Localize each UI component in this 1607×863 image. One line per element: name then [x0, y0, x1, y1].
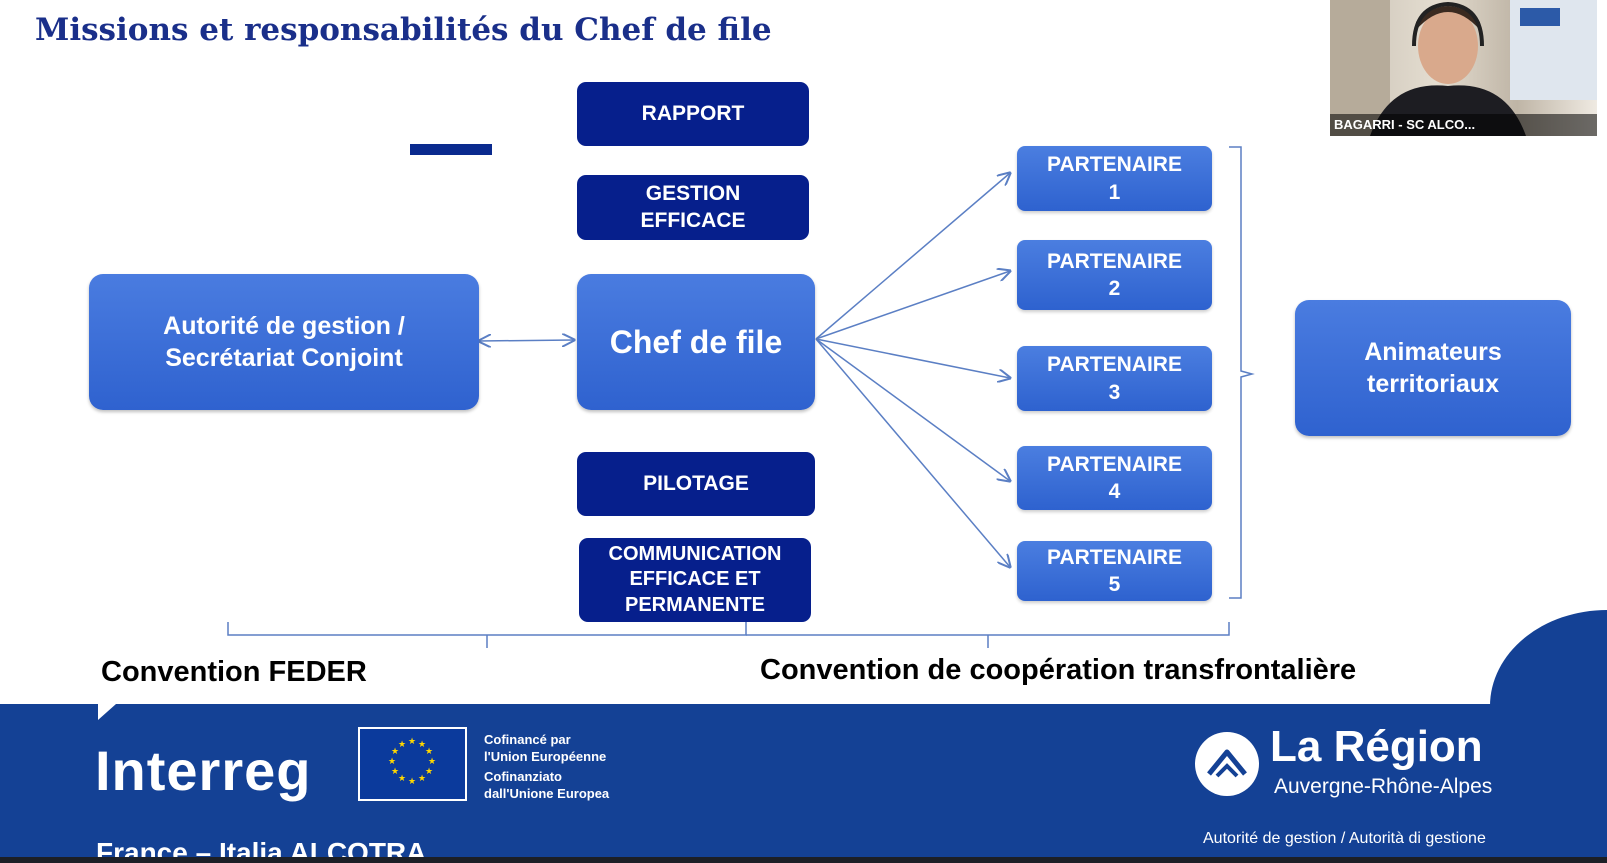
- autorite-label: Autorité de gestion / Secrétariat Conjoi…: [163, 311, 405, 373]
- rapport-label: RAPPORT: [641, 101, 745, 125]
- svg-text:★: ★: [398, 774, 406, 784]
- taskbar[interactable]: [0, 857, 1607, 863]
- chef-de-file-box: Chef de file: [577, 274, 815, 410]
- autorite-box: Autorité de gestion / Secrétariat Conjoi…: [89, 274, 479, 410]
- autorite-gestion-label: Autorité de gestion / Autorità di gestio…: [1203, 830, 1486, 847]
- svg-text:★: ★: [428, 757, 436, 767]
- convention-cooperation-label: Convention de coopération transfrontaliè…: [760, 654, 1357, 686]
- arrow-partner-2: [815, 271, 1010, 340]
- participant-name-label: BAGARRI - SC ALCO...: [1330, 114, 1597, 136]
- chef-de-file-label: Chef de file: [609, 323, 783, 360]
- interreg-logo: Interreg: [95, 739, 312, 802]
- gestion-box: GESTION EFFICACE: [577, 175, 809, 240]
- rapport-box: RAPPORT: [577, 82, 809, 146]
- svg-text:★: ★: [398, 740, 406, 750]
- communication-box: COMMUNICATION EFFICACE ET PERMANENTE: [579, 538, 811, 622]
- accent-bar: [410, 144, 492, 155]
- svg-text:★: ★: [425, 767, 433, 777]
- svg-text:★: ★: [408, 777, 416, 787]
- animateurs-label: Animateurs territoriaux: [1364, 337, 1502, 399]
- svg-text:★: ★: [388, 757, 396, 767]
- alcotra-label: France – Italia ALCOTRA: [96, 838, 427, 857]
- arrow-partner-1: [815, 173, 1010, 340]
- footer-band: [0, 704, 1607, 857]
- svg-text:★: ★: [425, 747, 433, 757]
- eu-flag-icon: ★★★ ★★★ ★★★ ★★★: [358, 727, 467, 801]
- convention-feder-label: Convention FEDER: [101, 656, 367, 688]
- pilotage-box: PILOTAGE: [577, 452, 815, 516]
- svg-text:★: ★: [408, 737, 416, 747]
- speech-notch-shape: [98, 704, 116, 720]
- partners-brace: [1229, 146, 1255, 599]
- arrow-autorite-chef: [479, 340, 574, 341]
- arrow-partner-3: [815, 338, 1010, 378]
- svg-text:★: ★: [418, 774, 426, 784]
- svg-text:★: ★: [391, 767, 399, 777]
- svg-text:★: ★: [418, 740, 426, 750]
- gestion-label: GESTION EFFICACE: [640, 181, 746, 232]
- footer-curve: [1490, 610, 1607, 706]
- region-logo-icon: [1195, 732, 1259, 796]
- communication-label: COMMUNICATION EFFICACE ET PERMANENTE: [608, 542, 782, 616]
- animateurs-box: Animateurs territoriaux: [1295, 300, 1571, 436]
- arrow-partner-4: [815, 338, 1010, 481]
- region-name: La Région: [1270, 722, 1483, 771]
- brace-feder: [227, 622, 747, 648]
- pilotage-label: PILOTAGE: [643, 471, 749, 495]
- region-subtitle: Auvergne-Rhône-Alpes: [1274, 775, 1493, 798]
- brace-cooperation: [746, 622, 1230, 648]
- arrow-partner-5: [815, 338, 1010, 567]
- slide-title: Missions et responsabilités du Chef de f…: [35, 12, 772, 48]
- svg-text:★: ★: [391, 747, 399, 757]
